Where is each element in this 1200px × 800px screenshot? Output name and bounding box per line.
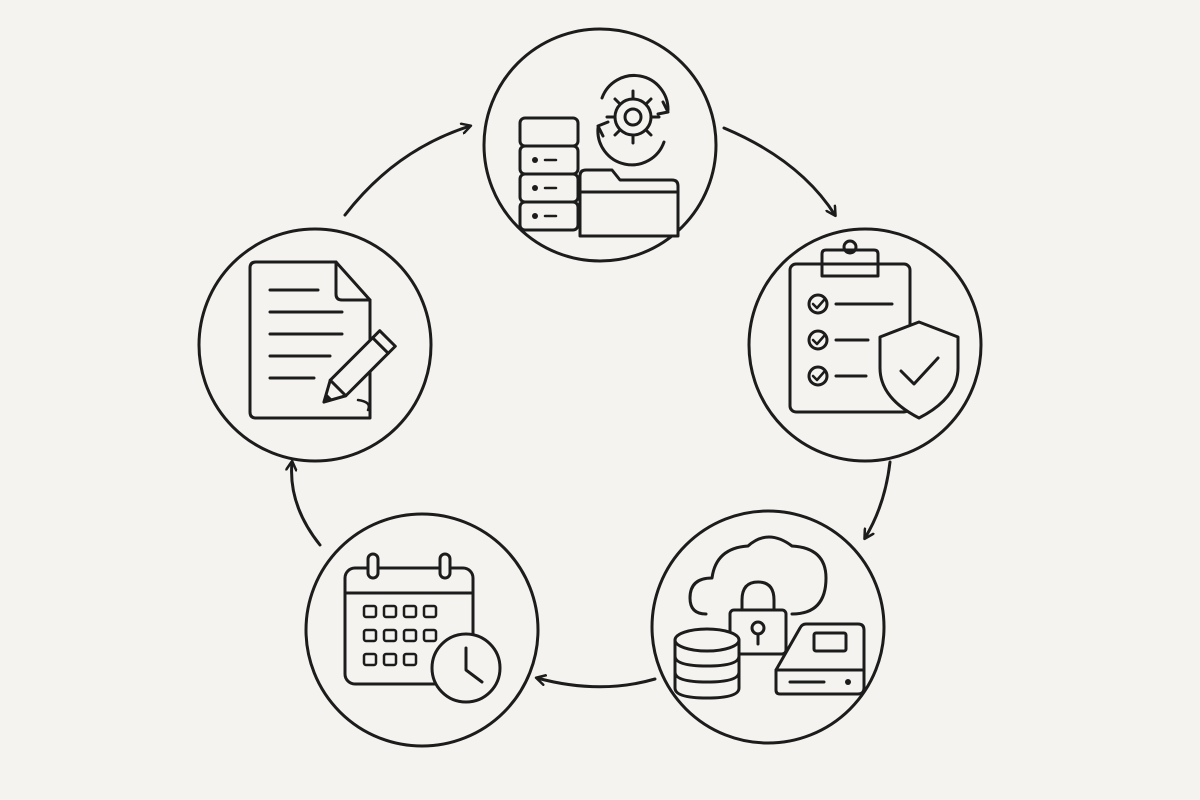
node-compliance-checklist bbox=[747, 227, 983, 463]
node-scheduling bbox=[304, 512, 540, 748]
arrow-documentation-to-server-config bbox=[343, 126, 470, 217]
node-ring bbox=[304, 512, 540, 748]
arrow-scheduling-to-documentation bbox=[292, 462, 322, 547]
arrow-server-config-to-compliance bbox=[722, 126, 835, 215]
folder-icon bbox=[578, 168, 680, 238]
hard-drive-icon bbox=[774, 622, 866, 696]
server-rack-icon bbox=[518, 116, 580, 232]
refresh-arrows-icon bbox=[596, 74, 670, 167]
pencil-stroke-mark bbox=[356, 398, 371, 412]
gear-icon bbox=[605, 89, 661, 145]
arrow-compliance-to-secure-storage bbox=[865, 460, 892, 538]
clock-icon bbox=[430, 632, 502, 704]
checklist-icon bbox=[807, 293, 894, 387]
calendar-icon bbox=[343, 552, 475, 686]
arrow-secure-storage-to-scheduling bbox=[537, 678, 657, 689]
database-icon bbox=[673, 627, 741, 700]
node-documentation bbox=[197, 227, 433, 463]
pencil-icon bbox=[322, 329, 397, 404]
node-secure-storage bbox=[650, 509, 886, 745]
node-server-config bbox=[482, 27, 718, 263]
node-ring bbox=[197, 227, 433, 463]
shield-check-icon bbox=[878, 320, 960, 420]
cloud-icon bbox=[688, 535, 828, 616]
cycle-connectors bbox=[292, 126, 892, 689]
document-icon bbox=[248, 260, 372, 420]
